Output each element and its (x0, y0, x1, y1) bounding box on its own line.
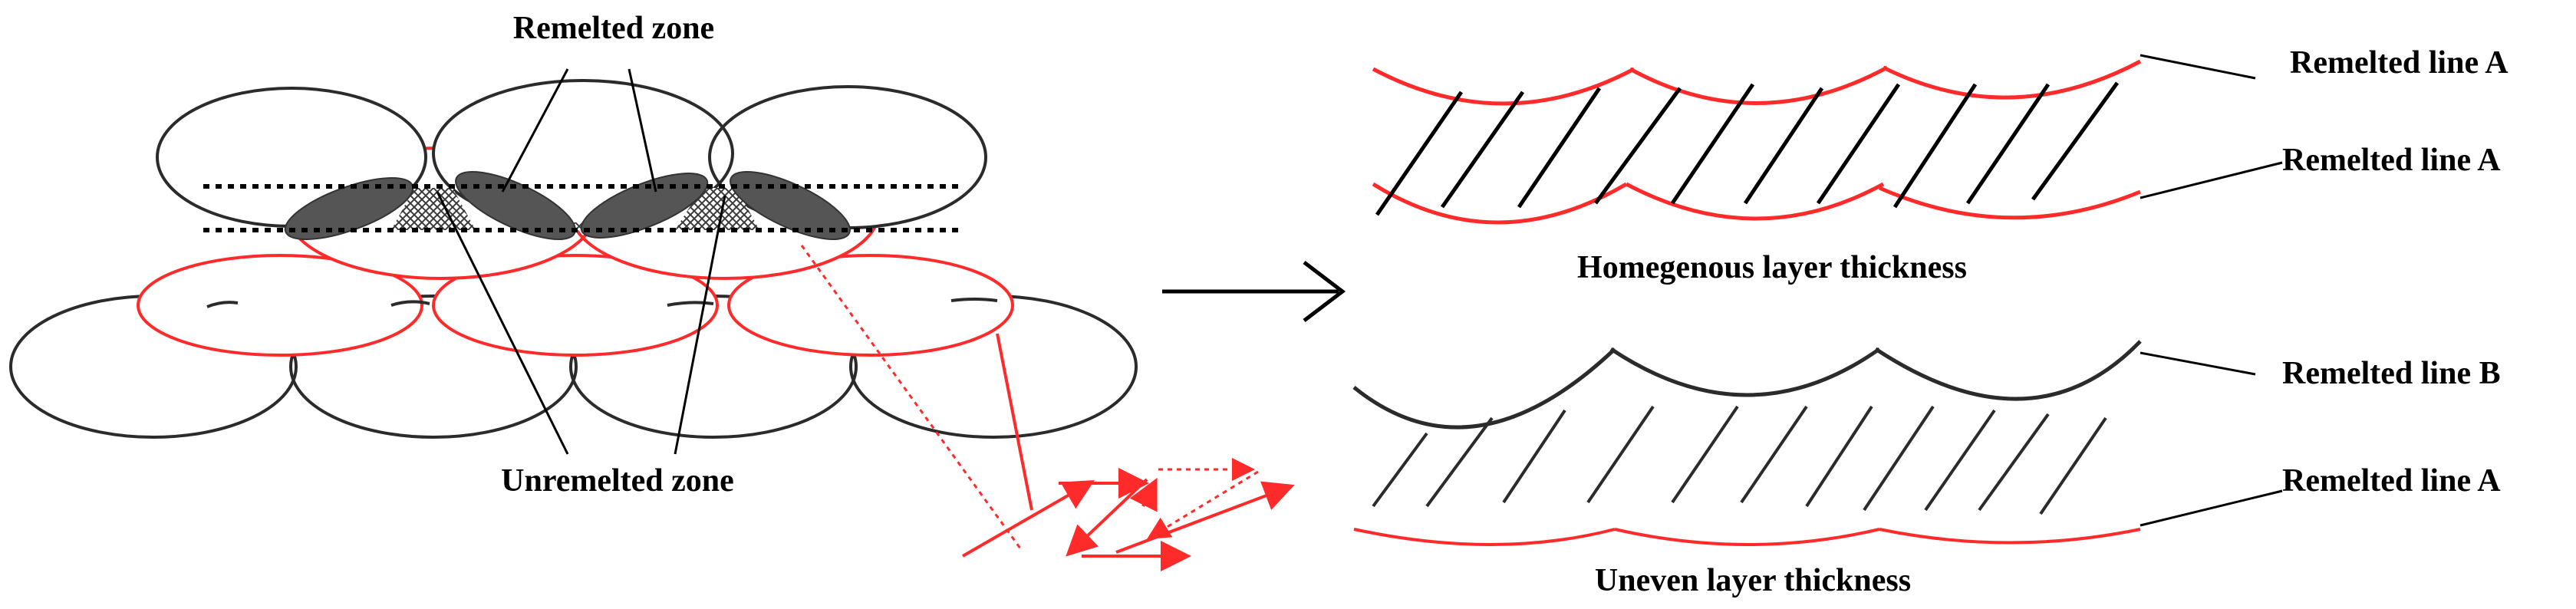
leader-lines (436, 68, 726, 455)
homogeneous-layer-panel: Homegenous layer thickness Remelted line… (1372, 45, 2508, 285)
homogeneous-hatching (1375, 81, 2120, 216)
uneven-hatching (1372, 405, 2107, 515)
top-remelted-line (1372, 59, 2142, 106)
label-leaders-bottom (2140, 351, 2283, 527)
unremelted-zone-label: Unremelted zone (501, 463, 734, 499)
bottom-remelted-line (1372, 182, 2141, 225)
scan-arrow-3 (1066, 478, 1148, 557)
remelted-zones (284, 171, 851, 240)
track-red-2 (432, 254, 719, 357)
scan-path (800, 245, 1295, 571)
remelted-line-a-label-1: Remelted line A (2290, 45, 2508, 81)
homogeneous-label: Homegenous layer thickness (1577, 250, 1967, 285)
middle-row-tracks (137, 254, 1014, 357)
transition-arrow (1162, 261, 1346, 322)
track-red-3 (727, 254, 1014, 357)
track-cross-section: Remelted zone Unremelted zone (9, 11, 1295, 571)
remelted-zone-4 (730, 171, 851, 240)
scan-arrow-1 (962, 480, 1095, 558)
remelted-line-a-curve (1353, 528, 2141, 546)
remelted-line-b-curve (1352, 340, 2142, 430)
unremelted-zone-1 (391, 188, 476, 230)
label-leaders-top (2140, 54, 2283, 199)
remelted-line-a-label-2: Remelted line A (2282, 143, 2501, 178)
remelted-line-b-label: Remelted line B (2282, 356, 2501, 391)
track-red-1 (137, 254, 423, 357)
remelted-line-a-label-3: Remelted line A (2282, 463, 2501, 499)
scan-path-solid (996, 333, 1033, 511)
track-bottom-2 (289, 295, 578, 439)
uneven-layer-panel: Uneven layer thickness Remelted line B R… (1352, 340, 2501, 598)
dotted-reference-lines (203, 184, 963, 232)
uneven-label: Uneven layer thickness (1595, 563, 1911, 598)
scan-arrow-6 (1129, 477, 1158, 512)
scan-path-dotted (800, 245, 1022, 549)
scan-arrow-5 (1115, 481, 1295, 554)
remelted-zone-label: Remelted zone (513, 11, 714, 46)
